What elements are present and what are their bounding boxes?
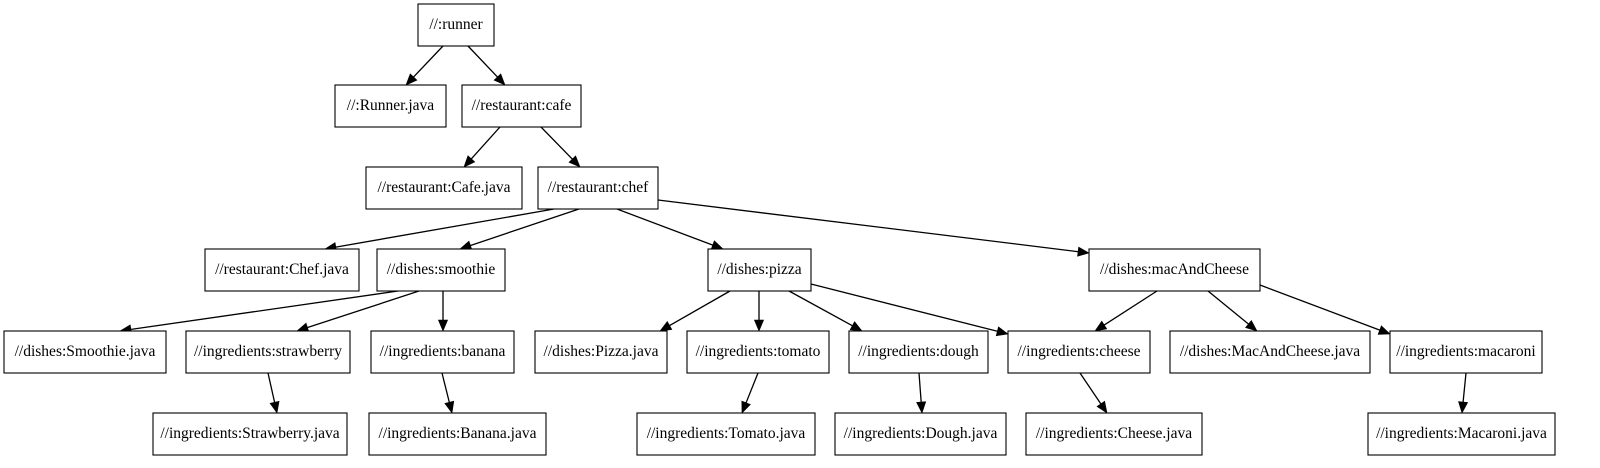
node-box-ing_cheese_java[interactable]	[1025, 412, 1203, 456]
edge-runner-to-runner_java	[405, 45, 444, 86]
node-restaurant_chef_java[interactable]: //restaurant:Chef.java	[204, 248, 360, 292]
node-label-ing_cheese_java: //ingredients:Cheese.java	[1036, 425, 1192, 442]
node-label-restaurant_cafe_java: //restaurant:Cafe.java	[378, 179, 511, 196]
node-label-ing_banana: //ingredients:banana	[380, 343, 506, 360]
node-box-runner[interactable]	[417, 3, 495, 47]
node-box-ing_dough[interactable]	[848, 330, 989, 374]
node-label-restaurant_chef: //restaurant:chef	[548, 179, 650, 196]
node-box-ing_tomato[interactable]	[686, 330, 830, 374]
node-ing_cheese_java[interactable]: //ingredients:Cheese.java	[1025, 412, 1203, 456]
node-label-dishes_smoothie_java: //dishes:Smoothie.java	[15, 343, 156, 360]
node-label-runner: //:runner	[429, 16, 483, 33]
node-dishes_smoothie_java[interactable]: //dishes:Smoothie.java	[3, 330, 167, 374]
edge-dishes_macandcheese-to-dishes_macandcheese_java	[1207, 290, 1258, 332]
node-dishes_macandcheese[interactable]: //dishes:macAndCheese	[1088, 248, 1261, 292]
node-runner[interactable]: //:runner	[417, 3, 495, 47]
node-label-dishes_macandcheese: //dishes:macAndCheese	[1100, 261, 1249, 278]
edge-restaurant_chef-to-restaurant_chef_java	[324, 208, 555, 253]
node-ing_strawberry_java[interactable]: //ingredients:Strawberry.java	[152, 412, 348, 456]
edge-restaurant_chef-to-dishes_macandcheese	[657, 199, 1090, 257]
node-restaurant_cafe[interactable]: //restaurant:cafe	[461, 84, 582, 128]
node-ing_banana[interactable]: //ingredients:banana	[370, 330, 515, 374]
edge-ing_cheese-to-ing_cheese_java	[1079, 372, 1108, 414]
node-label-restaurant_chef_java: //restaurant:Chef.java	[215, 261, 349, 278]
node-box-ing_macaroni[interactable]	[1389, 330, 1543, 374]
edge-dishes_pizza-to-ing_dough	[788, 290, 863, 332]
node-ing_strawberry[interactable]: //ingredients:strawberry	[185, 330, 351, 374]
node-box-dishes_smoothie[interactable]	[376, 248, 506, 292]
node-label-ing_macaroni_java: //ingredients:Macaroni.java	[1376, 425, 1547, 442]
node-box-ing_banana[interactable]	[370, 330, 515, 374]
node-box-runner_java[interactable]	[334, 84, 447, 128]
node-label-ing_strawberry_java: //ingredients:Strawberry.java	[160, 425, 339, 442]
node-box-dishes_smoothie_java[interactable]	[3, 330, 167, 374]
node-label-dishes_pizza_java: //dishes:Pizza.java	[544, 343, 659, 360]
edge-dishes_pizza-to-ing_cheese	[810, 283, 1009, 337]
edge-dishes_macandcheese-to-ing_macaroni	[1259, 284, 1391, 335]
node-ing_cheese[interactable]: //ingredients:cheese	[1007, 330, 1151, 374]
node-box-dishes_macandcheese[interactable]	[1088, 248, 1261, 292]
edge-restaurant_chef-to-dishes_smoothie	[459, 208, 580, 251]
node-box-ing_macaroni_java[interactable]	[1367, 412, 1556, 456]
edge-dishes_pizza-to-dishes_pizza_java	[659, 290, 731, 332]
node-dishes_pizza[interactable]: //dishes:pizza	[707, 248, 812, 292]
node-restaurant_cafe_java[interactable]: //restaurant:Cafe.java	[365, 166, 523, 210]
node-layer: //:runner //:Runner.java //restaurant:cafe…	[3, 3, 1556, 456]
node-box-ing_strawberry[interactable]	[185, 330, 351, 374]
node-label-ing_dough_java: //ingredients:Dough.java	[844, 425, 998, 442]
node-box-restaurant_cafe[interactable]	[461, 84, 582, 128]
node-label-ing_dough: //ingredients:dough	[858, 343, 979, 360]
node-label-runner_java: //:Runner.java	[347, 97, 435, 114]
node-label-dishes_smoothie: //dishes:smoothie	[387, 261, 496, 278]
node-label-ing_strawberry: //ingredients:strawberry	[194, 343, 342, 360]
edge-dishes_smoothie-to-dishes_smoothie_java	[119, 290, 399, 335]
node-box-restaurant_cafe_java[interactable]	[365, 166, 523, 210]
node-ing_macaroni_java[interactable]: //ingredients:Macaroni.java	[1367, 412, 1556, 456]
edge-ing_macaroni-to-ing_macaroni_java	[1458, 372, 1469, 414]
edge-dishes_pizza-to-ing_tomato	[753, 291, 765, 332]
node-dishes_macandcheese_java[interactable]: //dishes:MacAndCheese.java	[1169, 330, 1371, 374]
node-box-restaurant_chef[interactable]	[537, 166, 659, 210]
node-dishes_smoothie[interactable]: //dishes:smoothie	[376, 248, 506, 292]
edge-runner-to-restaurant_cafe	[467, 45, 506, 86]
edge-ing_tomato-to-ing_tomato_java	[741, 372, 759, 414]
node-label-ing_tomato: //ingredients:tomato	[696, 343, 821, 360]
node-box-ing_strawberry_java[interactable]	[152, 412, 348, 456]
node-box-dishes_macandcheese_java[interactable]	[1169, 330, 1371, 374]
node-ing_dough_java[interactable]: //ingredients:Dough.java	[834, 412, 1007, 456]
edge-ing_dough-to-ing_dough_java	[916, 372, 927, 414]
node-ing_dough[interactable]: //ingredients:dough	[848, 330, 989, 374]
node-box-ing_cheese[interactable]	[1007, 330, 1151, 374]
node-label-ing_banana_java: //ingredients:Banana.java	[379, 425, 537, 442]
node-ing_macaroni[interactable]: //ingredients:macaroni	[1389, 330, 1543, 374]
node-box-dishes_pizza_java[interactable]	[534, 330, 668, 374]
node-label-dishes_macandcheese_java: //dishes:MacAndCheese.java	[1180, 343, 1360, 360]
node-ing_banana_java[interactable]: //ingredients:Banana.java	[368, 412, 547, 456]
edge-restaurant_cafe-to-restaurant_cafe_java	[463, 126, 501, 168]
node-ing_tomato_java[interactable]: //ingredients:Tomato.java	[636, 412, 816, 456]
node-label-ing_tomato_java: //ingredients:Tomato.java	[647, 425, 806, 442]
node-label-dishes_pizza: //dishes:pizza	[717, 261, 801, 278]
edge-ing_banana-to-ing_banana_java	[441, 372, 455, 414]
node-box-ing_dough_java[interactable]	[834, 412, 1007, 456]
edge-restaurant_chef-to-dishes_pizza	[616, 208, 724, 250]
edge-dishes_macandcheese-to-ing_cheese	[1094, 290, 1158, 332]
node-label-ing_cheese: //ingredients:cheese	[1017, 343, 1140, 360]
edge-dishes_smoothie-to-ing_banana	[437, 291, 449, 332]
node-box-ing_banana_java[interactable]	[368, 412, 547, 456]
node-label-ing_macaroni: //ingredients:macaroni	[1396, 343, 1536, 360]
node-ing_tomato[interactable]: //ingredients:tomato	[686, 330, 830, 374]
node-label-restaurant_cafe: //restaurant:cafe	[472, 97, 572, 114]
node-box-ing_tomato_java[interactable]	[636, 412, 816, 456]
edge-restaurant_cafe-to-restaurant_chef	[540, 126, 581, 168]
node-dishes_pizza_java[interactable]: //dishes:Pizza.java	[534, 330, 668, 374]
node-restaurant_chef[interactable]: //restaurant:chef	[537, 166, 659, 210]
node-runner_java[interactable]: //:Runner.java	[334, 84, 447, 128]
node-box-restaurant_chef_java[interactable]	[204, 248, 360, 292]
edge-ing_strawberry-to-ing_strawberry_java	[267, 372, 280, 414]
node-box-dishes_pizza[interactable]	[707, 248, 812, 292]
